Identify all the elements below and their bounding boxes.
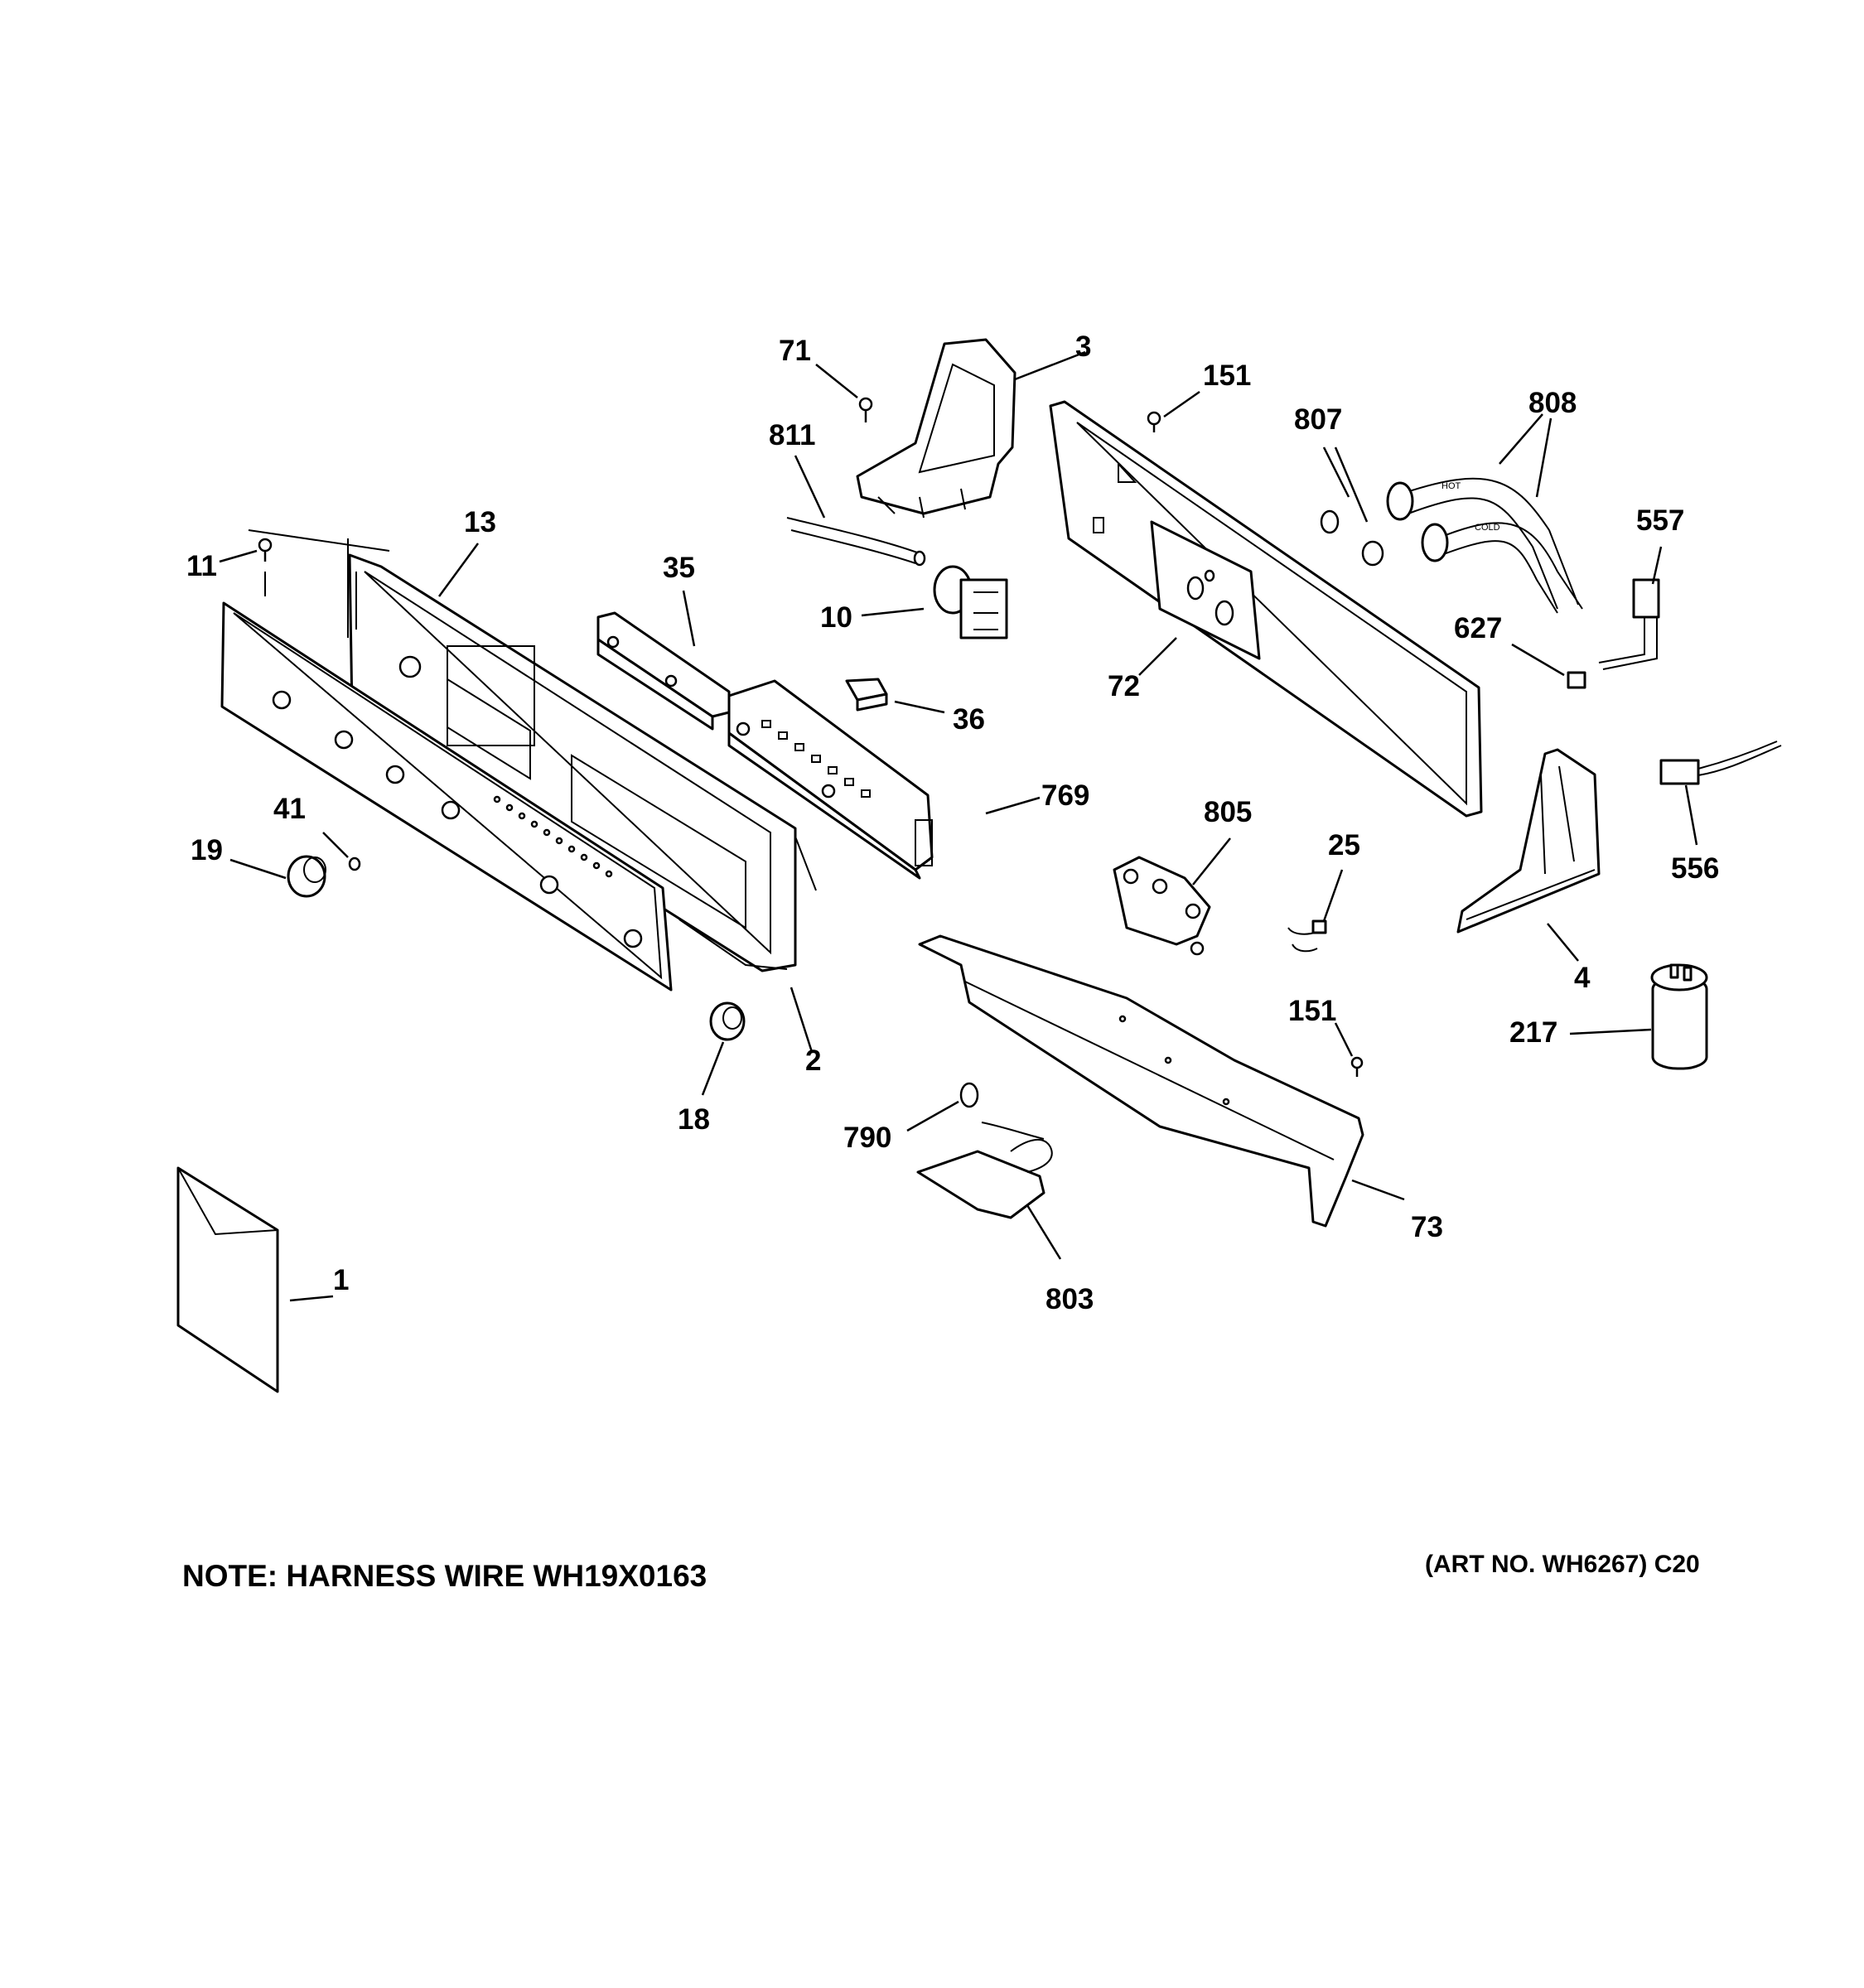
callout-10: 10 <box>820 601 852 634</box>
part-13-panel-frame <box>248 529 817 972</box>
callout-35: 35 <box>663 552 695 584</box>
callout-19: 19 <box>191 834 223 866</box>
part-11-screw <box>258 538 273 596</box>
art-number: (ART NO. WH6267) C20 <box>1425 1551 1700 1578</box>
part-151-screw-top <box>1147 411 1161 432</box>
callout-805: 805 <box>1204 796 1252 828</box>
callout-72: 72 <box>1108 670 1140 702</box>
callout-41: 41 <box>273 793 306 825</box>
part-35-bracket <box>596 611 731 731</box>
callout-2: 2 <box>805 1045 821 1077</box>
part-803-bracket <box>916 1122 1053 1219</box>
part-790-clamp <box>959 1082 979 1108</box>
part-556-harness <box>1659 741 1782 785</box>
leader-lines <box>219 350 1698 1302</box>
callout-36: 36 <box>953 703 985 736</box>
callout-3: 3 <box>1075 331 1091 363</box>
part-811-wire <box>786 517 920 554</box>
part-25-wire <box>1287 919 1327 953</box>
callout-807: 807 <box>1294 403 1342 436</box>
part-72-rear-panel <box>1049 400 1483 818</box>
callout-557: 557 <box>1636 504 1684 537</box>
callout-1: 1 <box>333 1264 349 1296</box>
part-3-bracket <box>856 338 1017 519</box>
part-4-end-bracket <box>1456 748 1601 934</box>
callout-627: 627 <box>1454 612 1502 644</box>
part-36-clip <box>845 678 888 712</box>
callout-labels: 71 3 151 807 808 811 13 11 35 10 36 557 … <box>186 331 1719 1315</box>
part-808-hoses: HOT COLD <box>1386 477 1583 614</box>
callout-18: 18 <box>678 1103 710 1136</box>
callout-151-top: 151 <box>1203 359 1251 392</box>
callout-556: 556 <box>1671 852 1719 885</box>
board-buttons <box>761 720 871 798</box>
led-holes <box>493 795 613 878</box>
harness-wire-note: NOTE: HARNESS WIRE WH19X0163 <box>182 1559 707 1593</box>
part-627-clip <box>1567 671 1586 689</box>
callout-808: 808 <box>1528 387 1577 419</box>
callout-25: 25 <box>1328 829 1360 861</box>
part-71-screw <box>858 397 873 422</box>
callout-71: 71 <box>779 335 811 367</box>
part-41-spring <box>348 856 361 871</box>
part-18-grommet <box>709 1001 746 1041</box>
callout-803: 803 <box>1045 1283 1094 1315</box>
part-811-wire-2 <box>790 529 916 564</box>
part-151-screw-bottom <box>1350 1056 1364 1077</box>
part-2-trim <box>678 919 788 970</box>
callout-151-bottom: 151 <box>1288 995 1336 1027</box>
callout-13: 13 <box>464 506 496 538</box>
part-1-literature <box>176 1166 279 1393</box>
callout-790: 790 <box>843 1122 891 1154</box>
callout-811: 811 <box>769 419 815 451</box>
part-805-valve <box>1113 856 1211 956</box>
hose-hot-label: HOT <box>1441 481 1461 491</box>
callout-73: 73 <box>1411 1211 1443 1243</box>
part-811-wire-end <box>913 550 926 567</box>
part-807-washers <box>1320 509 1384 567</box>
part-557-connector <box>1598 578 1660 670</box>
callout-217: 217 <box>1509 1016 1557 1049</box>
control-board-housing <box>727 679 934 880</box>
part-19-knob <box>287 855 326 898</box>
part-73-channel <box>918 934 1364 1228</box>
part-front-console <box>220 601 673 992</box>
hose-cold-label: COLD <box>1475 523 1500 533</box>
part-217-capacitor <box>1650 963 1708 1070</box>
callout-4: 4 <box>1574 962 1591 994</box>
callout-769: 769 <box>1041 779 1089 812</box>
part-10-pressure-switch <box>933 565 1008 639</box>
callout-11: 11 <box>186 550 217 582</box>
